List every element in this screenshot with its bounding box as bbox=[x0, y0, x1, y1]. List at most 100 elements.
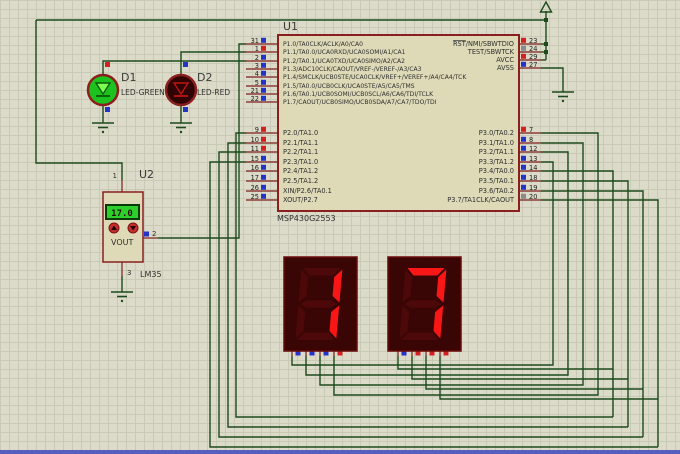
wire[interactable] bbox=[541, 190, 644, 437]
labels-layer: U1 MSP430G2553 D1 LED-GREEN D2 LED-RED U… bbox=[111, 20, 537, 279]
pin-label: P2.2/TA1.1 bbox=[283, 148, 318, 156]
wire[interactable] bbox=[411, 356, 628, 380]
pin-state-marker bbox=[323, 350, 329, 356]
pin-state-marker bbox=[337, 350, 343, 356]
d1-ref-label: D1 bbox=[121, 71, 136, 84]
pin-number: 9 bbox=[255, 126, 259, 134]
wire[interactable] bbox=[180, 51, 246, 75]
pin-state-marker bbox=[295, 350, 301, 356]
ground-dot bbox=[120, 299, 124, 303]
pin-state-marker bbox=[521, 45, 526, 51]
pin-state-marker bbox=[443, 350, 449, 356]
ground-dot bbox=[179, 130, 183, 134]
pin-number: 5 bbox=[255, 79, 259, 87]
wire[interactable] bbox=[35, 20, 123, 180]
pin-state-marker bbox=[261, 164, 266, 170]
ground-icon[interactable] bbox=[170, 122, 192, 134]
pin-state-marker bbox=[415, 350, 421, 356]
wire[interactable] bbox=[218, 151, 643, 438]
wire[interactable] bbox=[227, 142, 628, 428]
led-d2[interactable] bbox=[164, 62, 198, 112]
pin-state-marker bbox=[521, 174, 526, 180]
seven-seg-display-ones[interactable] bbox=[387, 256, 462, 356]
pin-state-marker bbox=[261, 45, 266, 51]
pin-label: AVCC bbox=[496, 56, 514, 64]
wire[interactable] bbox=[397, 356, 613, 370]
wire[interactable] bbox=[541, 199, 659, 447]
wire[interactable] bbox=[158, 43, 246, 239]
d1-part-label: LED-GREEN bbox=[121, 88, 165, 97]
pin-state-marker bbox=[261, 62, 266, 68]
wire[interactable] bbox=[541, 170, 614, 417]
ground-icon[interactable] bbox=[111, 291, 133, 303]
wire[interactable] bbox=[541, 67, 564, 92]
mcu-u1-body[interactable] bbox=[277, 34, 520, 212]
junction-dot bbox=[544, 50, 548, 54]
pin-number: 27 bbox=[529, 61, 537, 69]
wire[interactable] bbox=[305, 151, 569, 376]
wire[interactable] bbox=[235, 132, 613, 418]
pin-number: 14 bbox=[529, 164, 537, 172]
arrow-up-icon bbox=[111, 225, 117, 230]
segment-f bbox=[402, 269, 413, 303]
wire[interactable] bbox=[102, 60, 246, 75]
digit bbox=[399, 268, 447, 340]
pin-number: 21 bbox=[251, 87, 259, 95]
junction-dot bbox=[544, 18, 548, 22]
pin-label: P2.5/TA1.2 bbox=[283, 177, 318, 185]
wires-layer bbox=[35, 11, 659, 448]
pin-number: 1 bbox=[255, 45, 259, 53]
ground-icon[interactable] bbox=[552, 91, 574, 103]
pin-label: P3.1/TA1.0 bbox=[479, 139, 514, 147]
seven-seg-display-tens[interactable] bbox=[283, 256, 358, 356]
pin-state-marker bbox=[183, 62, 188, 67]
lm35-u2[interactable] bbox=[102, 180, 158, 276]
wire[interactable] bbox=[291, 161, 554, 366]
pin-state-marker bbox=[429, 350, 435, 356]
lm35-lcd bbox=[105, 204, 140, 220]
pin-number: 2 bbox=[255, 54, 259, 62]
pin-label: P1.5/TA0.0/UCB0CLK/UCA0STE/A5/CA5/TMS bbox=[283, 83, 415, 90]
led-triangle-icon bbox=[172, 82, 190, 96]
d2-part-label: LED-RED bbox=[197, 88, 230, 97]
pin-number: 31 bbox=[251, 37, 259, 45]
wire[interactable] bbox=[541, 180, 629, 427]
segment-c bbox=[329, 305, 340, 339]
pin-state-marker bbox=[521, 145, 526, 151]
pin-state-marker bbox=[261, 174, 266, 180]
led-d1[interactable] bbox=[86, 62, 120, 112]
pin-label: P2.0/TA1.0 bbox=[283, 129, 318, 137]
pin-state-marker bbox=[183, 107, 188, 112]
pin-label: P1.4/SMCLK/UCB0STE/UCA0CLK/VREF+/VEREF+/… bbox=[283, 74, 467, 81]
digit bbox=[295, 268, 343, 340]
pin-state-marker bbox=[261, 193, 266, 199]
d2-ref-label: D2 bbox=[197, 71, 212, 84]
pin-label: P1.1/TA0.0/UCA0RXD/UCA0SOMI/A1/CA1 bbox=[283, 49, 406, 56]
wire[interactable] bbox=[333, 132, 599, 396]
pin-state-marker bbox=[105, 107, 110, 112]
wire[interactable] bbox=[439, 356, 658, 400]
segment-b bbox=[332, 269, 343, 303]
pin-state-marker bbox=[521, 164, 526, 170]
led-d2-body[interactable] bbox=[164, 73, 198, 107]
lm35-temperature-readout: 17.0 bbox=[111, 209, 133, 219]
power-icon[interactable] bbox=[539, 0, 553, 13]
lm35-vout-label: VOUT bbox=[111, 238, 133, 247]
wire[interactable] bbox=[425, 356, 643, 390]
pin-state-marker bbox=[309, 350, 315, 356]
wire[interactable] bbox=[209, 161, 658, 448]
pin-number: 3 bbox=[127, 269, 131, 277]
pin-state-marker bbox=[144, 231, 149, 237]
u2-part-label: LM35 bbox=[140, 270, 162, 279]
pin-state-marker bbox=[521, 136, 526, 142]
pin-state-marker bbox=[261, 79, 266, 85]
pin-state-marker bbox=[261, 184, 266, 190]
segment-e bbox=[399, 305, 410, 339]
pin-number: 13 bbox=[529, 155, 537, 163]
ground-icon[interactable] bbox=[92, 122, 114, 134]
pin-state-marker bbox=[261, 70, 266, 76]
pin-label: P3.3/TA1.2 bbox=[479, 158, 514, 166]
u1-ref-label: U1 bbox=[283, 20, 298, 33]
parts-layer bbox=[86, 0, 574, 356]
